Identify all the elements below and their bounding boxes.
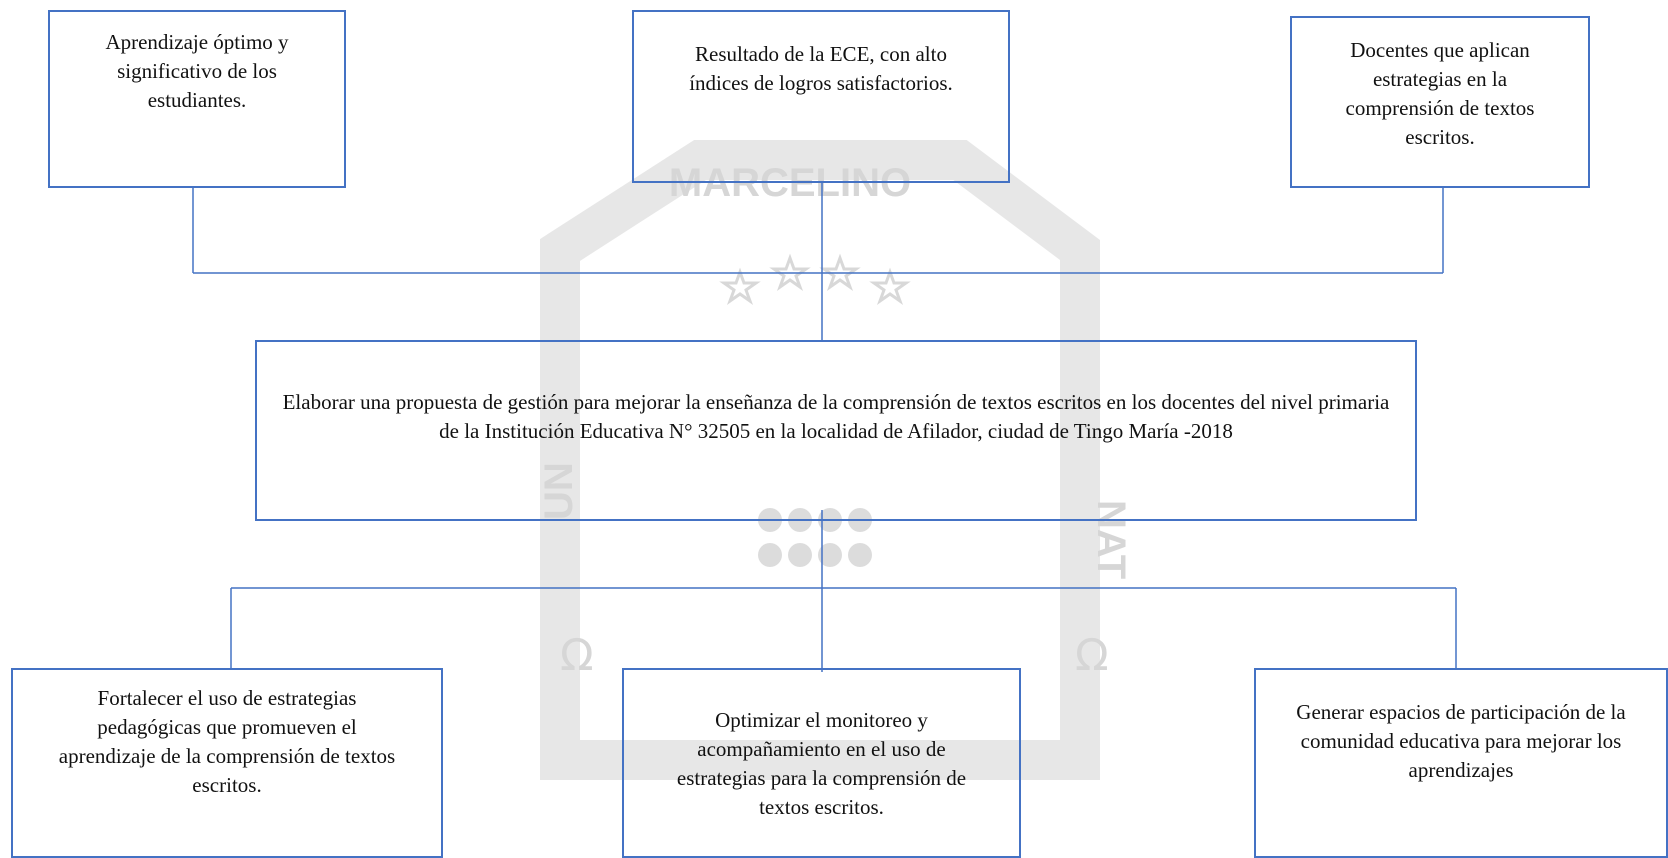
watermark-omega-right: Ω xyxy=(1075,630,1109,681)
effect-box-3: Docentes que aplican estrategias en la c… xyxy=(1290,16,1590,188)
effect-1-text: Aprendizaje óptimo y significativo de lo… xyxy=(105,30,289,112)
mean-box-3: Generar espacios de participación de la … xyxy=(1254,668,1668,858)
mean-box-1: Fortalecer el uso de estrategias pedagóg… xyxy=(11,668,443,858)
mean-1-text: Fortalecer el uso de estrategias pedagóg… xyxy=(58,686,396,797)
effect-2-text: Resultado de la ECE, con alto índices de… xyxy=(689,42,953,95)
mean-3-text: Generar espacios de participación de la … xyxy=(1296,700,1626,782)
mean-box-2: Optimizar el monitoreo y acompañamiento … xyxy=(622,668,1021,858)
effect-box-1: Aprendizaje óptimo y significativo de lo… xyxy=(48,10,346,188)
watermark-omega-left: Ω xyxy=(560,630,594,681)
objective-text: Elaborar una propuesta de gestión para m… xyxy=(282,390,1390,443)
watermark-top-word: MARCELINO xyxy=(669,161,911,205)
watermark-right-lower: NAT xyxy=(1089,500,1133,579)
mean-2-text: Optimizar el monitoreo y acompañamiento … xyxy=(676,708,967,819)
effect-3-text: Docentes que aplican estrategias en la c… xyxy=(1345,38,1535,149)
watermark-left-lower: UN xyxy=(537,462,581,520)
effect-box-2: Resultado de la ECE, con alto índices de… xyxy=(632,10,1010,183)
objective-box: Elaborar una propuesta de gestión para m… xyxy=(255,340,1417,521)
